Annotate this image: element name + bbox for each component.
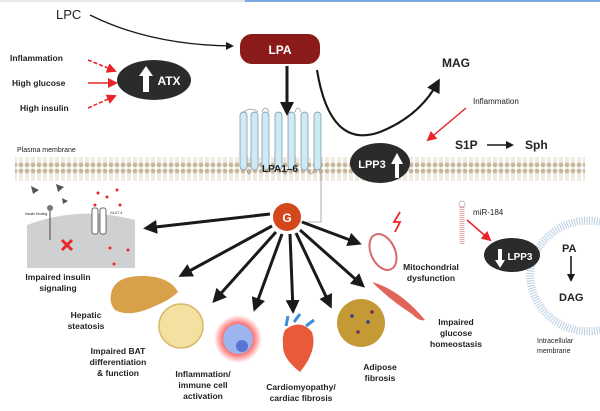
insulin-arrow: [87, 94, 117, 109]
bat-adipocyte-icon: [158, 303, 204, 349]
s1p-label: S1P: [455, 138, 478, 152]
outcome-adipose-line2: fibrosis: [365, 373, 396, 383]
outcome-bat-line2: differentiation: [90, 357, 147, 367]
g-protein-node: [273, 203, 301, 231]
lpa-node: [240, 34, 320, 64]
down-arrow-icon: [495, 249, 505, 268]
lpc-label: LPC: [56, 7, 81, 22]
mir-to-lpp3-arrow: [466, 219, 492, 242]
g-protein-label: G: [282, 211, 291, 225]
outcome-mito-line1: Mitochondrial: [403, 262, 459, 272]
g-protein-effect-arrows: [143, 212, 365, 314]
heart-vessels: [284, 313, 315, 328]
outcome-glucose-line2: glucose: [440, 328, 472, 338]
pa-label: PA: [562, 243, 577, 255]
adipose-fibrosis-icon: [337, 299, 385, 347]
receptor-label: LPA1–6: [262, 164, 298, 175]
heart-icon: [282, 324, 314, 372]
intracellular-membrane: [525, 216, 600, 336]
inflammation-to-lpp3-arrow: [426, 107, 467, 142]
glut4-label: GLUT 4: [110, 211, 122, 215]
lpa-label: LPA: [268, 43, 291, 57]
intracellular-membrane-label-2: membrane: [537, 348, 571, 355]
atx-node: [117, 60, 191, 100]
atx-input-glucose: High glucose: [12, 78, 66, 88]
mag-label: MAG: [442, 56, 470, 70]
outcome-bat-line3: & function: [97, 368, 139, 378]
outcome-bat-line1: Impaired BAT: [91, 346, 146, 356]
outcome-glucose-line1: Impaired: [438, 317, 473, 327]
outcome-mito-line2: dysfunction: [407, 273, 455, 283]
atx-input-insulin: High insulin: [20, 103, 69, 113]
outcome-cardio-line2: cardiac fibrosis: [270, 393, 333, 403]
insulin-signaling-cell-icon: [27, 184, 135, 268]
lpc-to-lpa-arrow: [89, 14, 234, 50]
top-border-accent: [245, 0, 600, 2]
up-arrow-icon: [391, 153, 403, 178]
up-arrow-icon: [139, 66, 153, 92]
lpa-to-mag-arrow: [315, 69, 440, 137]
mitochondrion-icon: [368, 233, 398, 271]
plasma-membrane-label: Plasma membrane: [17, 147, 76, 154]
outcome-hepatic-line2: steatosis: [68, 321, 105, 331]
outcome-immune-line2: immune cell: [178, 380, 227, 390]
outcome-immune-line3: activation: [183, 391, 223, 401]
outcome-glucose-line3: homeostasis: [430, 339, 482, 349]
outcome-adipose-line1: Adipose: [363, 362, 397, 372]
atx-input-inflammation: Inflammation: [10, 53, 63, 63]
lpa-receptor: [239, 107, 322, 223]
outcome-insulin-line2: signaling: [39, 283, 76, 293]
outcome-immune-line1: Inflammation/: [175, 369, 231, 379]
inflammation-arrow: [87, 59, 117, 73]
muscle-icon: [372, 282, 425, 321]
lpp3-membrane-label: LPP3: [358, 159, 386, 171]
outcome-cardio-line1: Cardiomyopathy/: [266, 382, 336, 392]
intracellular-membrane-label-1: Intracellular: [537, 338, 574, 345]
lpp3-input-inflammation: Inflammation: [473, 97, 519, 106]
plasma-membrane: [15, 157, 585, 181]
insulin-binding-label: Insulin binding: [25, 212, 47, 216]
immune-cell-nucleus: [236, 340, 248, 352]
atx-label: ATX: [157, 74, 180, 88]
outcome-hepatic-line1: Hepatic: [71, 310, 102, 320]
lpp3-intracellular-label: LPP3: [507, 252, 532, 263]
lightning-icon: [392, 211, 402, 233]
sph-label: Sph: [525, 138, 548, 152]
dag-label: DAG: [559, 292, 583, 304]
outcome-insulin-line1: Impaired insulin: [25, 272, 90, 282]
mir184-label: miR-184: [473, 208, 504, 217]
liver-icon: [110, 275, 178, 314]
